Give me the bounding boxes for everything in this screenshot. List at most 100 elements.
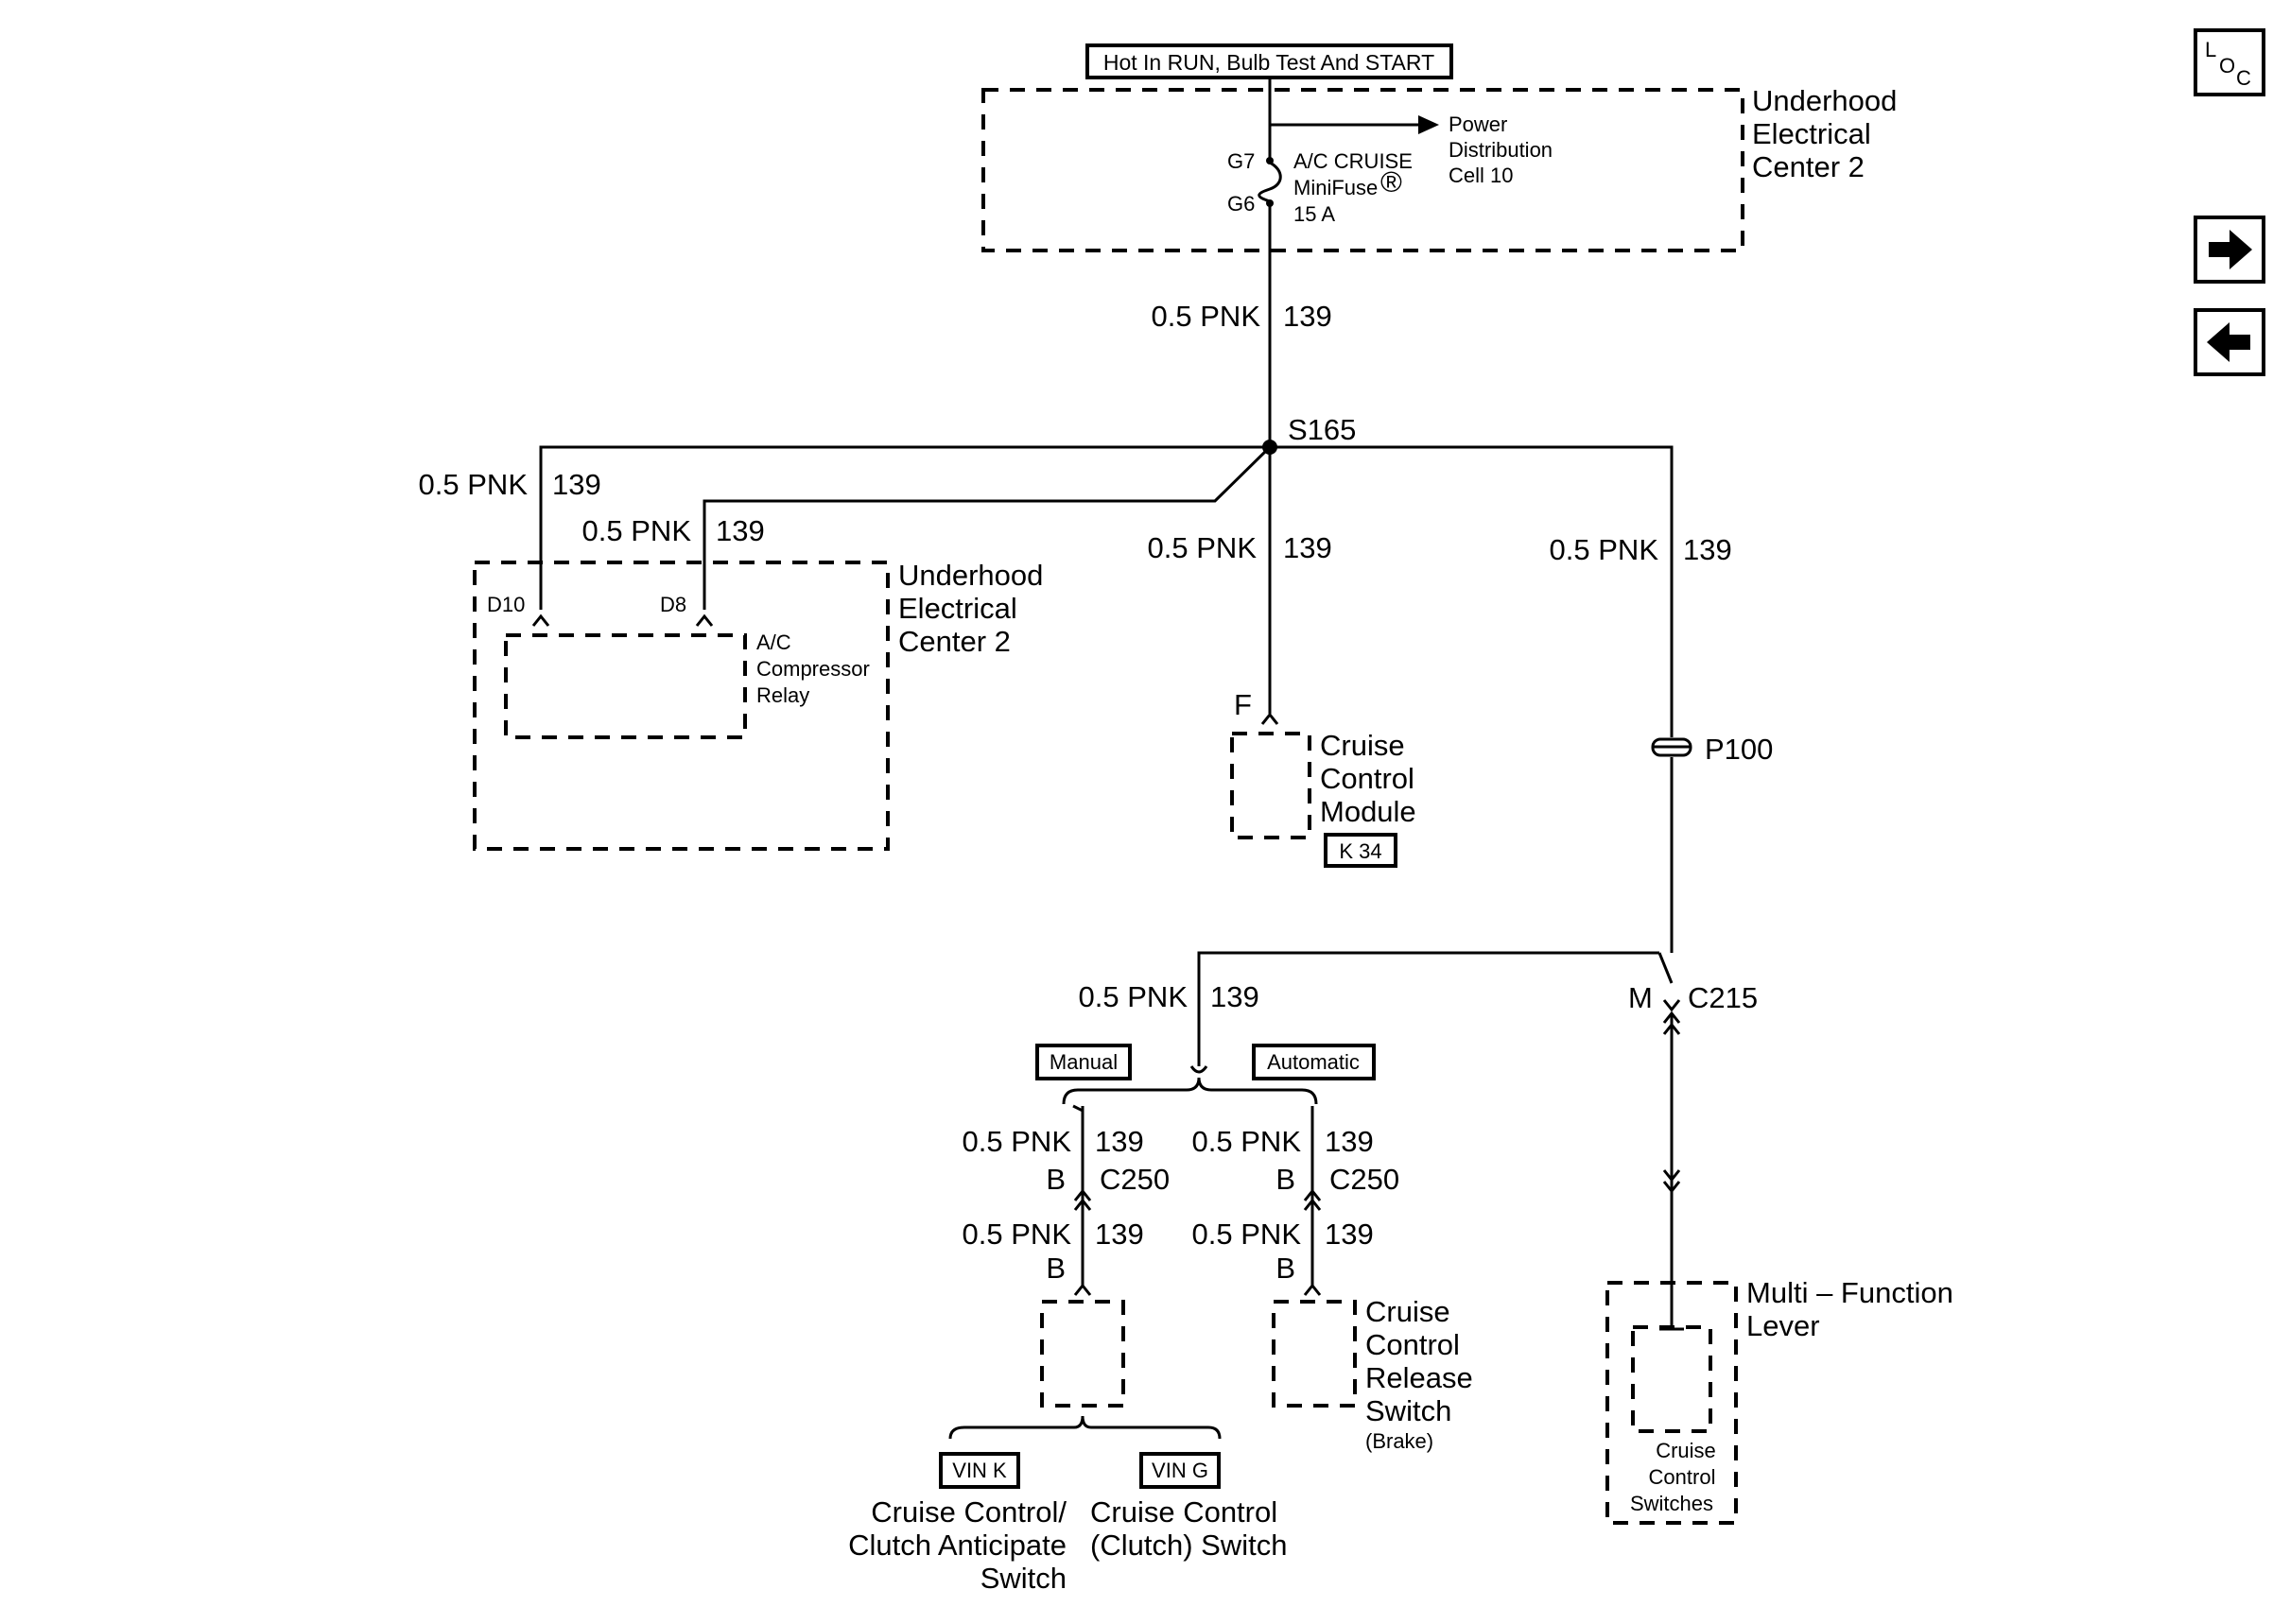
loc-icon[interactable]: L O C	[2194, 28, 2265, 96]
wire-gauge-d10: 0.5 PNK	[419, 468, 529, 501]
wire-gauge-auto-1: 0.5 PNK	[1192, 1125, 1302, 1158]
mfl-line1: Multi – Function	[1746, 1276, 1953, 1309]
wire-gauge-manual-2: 0.5 PNK	[963, 1218, 1072, 1251]
mfl-line2: Lever	[1746, 1309, 1820, 1342]
c215-female	[1662, 999, 1681, 1012]
mfl-switches-box	[1631, 1325, 1712, 1433]
power-dist-line3: Cell 10	[1449, 164, 1513, 187]
fuse-pin-g7: G7	[1227, 149, 1255, 173]
uhec-top-line1: Underhood	[1752, 84, 1897, 117]
mfl-connector-1	[1662, 1169, 1681, 1183]
clutch-switch-box	[1040, 1300, 1125, 1408]
c215-pin: M	[1628, 981, 1653, 1014]
mfl-sw-line1: Cruise	[1656, 1439, 1716, 1462]
wire-circuit-manual-2: 139	[1095, 1218, 1144, 1251]
uhec-relay-line3: Center 2	[898, 625, 1011, 658]
wire-gauge-branch: 0.5 PNK	[1079, 980, 1189, 1013]
power-dist-line2: Distribution	[1449, 138, 1553, 162]
wire-gauge-main: 0.5 PNK	[1152, 300, 1261, 333]
c250-pin-auto: B	[1275, 1163, 1295, 1196]
wire-to-p100	[1270, 445, 1674, 737]
fuse-pin-g6-dot	[1266, 199, 1274, 207]
option-manual: Manual	[1050, 1050, 1118, 1074]
vin-g-box	[1139, 1452, 1221, 1489]
ccm-tag: K 34	[1339, 839, 1381, 863]
ccm-pin-f: F	[1234, 688, 1252, 721]
wire-gauge-manual-1: 0.5 PNK	[963, 1125, 1072, 1158]
clutch-k-line2: Clutch Anticipate	[848, 1529, 1067, 1562]
uhec-relay-enclosure	[473, 561, 890, 851]
wire-circuit-branch: 139	[1210, 980, 1259, 1013]
clutch-g-line1: Cruise Control	[1090, 1495, 1277, 1529]
vin-k: VIN K	[952, 1459, 1007, 1482]
c250-label-auto: C250	[1329, 1163, 1399, 1196]
fuse-pin-g6: G6	[1227, 192, 1255, 216]
c250-connector-manual-2	[1073, 1198, 1092, 1211]
ccrs-line3: Release	[1365, 1361, 1473, 1394]
ccm-tag-box	[1324, 833, 1397, 868]
option-automatic-box	[1252, 1044, 1376, 1080]
ccm-box	[1230, 732, 1311, 839]
pin-d10: D10	[487, 593, 525, 616]
fuse-symbol	[1258, 161, 1282, 203]
svg-text:O: O	[2219, 54, 2235, 78]
wire-circuit-auto-1: 139	[1325, 1125, 1374, 1158]
clutch-k-line3: Switch	[980, 1562, 1067, 1595]
relay-line1: A/C	[756, 631, 791, 654]
pin-b-manual: B	[1046, 1252, 1066, 1285]
previous-page-icon[interactable]	[2194, 308, 2265, 376]
ccm-line2: Control	[1320, 762, 1414, 795]
auto-switch-connector	[1303, 1283, 1322, 1296]
wire-gauge-ccm: 0.5 PNK	[1148, 531, 1258, 564]
fuse-label-line2: MiniFuse	[1293, 176, 1378, 199]
c250-pin-manual: B	[1046, 1163, 1066, 1196]
ccrs-line1: Cruise	[1365, 1295, 1450, 1328]
mfl-sw-line2: Control	[1649, 1465, 1716, 1489]
wire-circuit-manual-1: 139	[1095, 1125, 1144, 1158]
svg-text:L: L	[2205, 38, 2216, 61]
pin-d8: D8	[660, 593, 686, 616]
wire-to-d10	[539, 445, 1270, 610]
fuse-reg-mark: ®	[1380, 165, 1402, 199]
manual-switch-connector	[1073, 1283, 1092, 1296]
option-bracket	[1062, 1077, 1318, 1105]
ccrs-box	[1272, 1300, 1357, 1408]
uhec-top-line2: Electrical	[1752, 117, 1871, 150]
manual-bracket-tip	[1072, 1104, 1084, 1113]
splice-s165-label: S165	[1288, 413, 1356, 446]
svg-text:C: C	[2236, 66, 2251, 90]
fuse-label-line3: 15 A	[1293, 202, 1335, 226]
ccrs-line2: Control	[1365, 1328, 1460, 1361]
c250-label-manual: C250	[1100, 1163, 1170, 1196]
wire-gauge-auto-2: 0.5 PNK	[1192, 1218, 1302, 1251]
pin-b-auto: B	[1275, 1252, 1295, 1285]
uhec-relay-line1: Underhood	[898, 559, 1043, 592]
branch-diagonal	[1657, 952, 1674, 984]
mfl-sw-line3: Switches	[1630, 1492, 1713, 1515]
c250-connector-auto-1	[1303, 1188, 1322, 1201]
uhec-top-enclosure	[981, 88, 1744, 252]
c215-label: C215	[1688, 981, 1758, 1014]
clutch-g-line2: (Clutch) Switch	[1090, 1529, 1287, 1562]
clutch-k-line1: Cruise Control/	[871, 1495, 1067, 1529]
connector-f	[1260, 712, 1279, 725]
ac-compressor-relay-box	[504, 633, 747, 739]
hot-in-label: Hot In RUN, Bulb Test And START	[1103, 50, 1434, 75]
uhec-relay-line2: Electrical	[898, 592, 1017, 625]
ccrs-line5: (Brake)	[1365, 1429, 1433, 1453]
fuse-label-line1: A/C CRUISE	[1293, 149, 1413, 173]
mfl-connector-2	[1662, 1181, 1681, 1194]
ccm-line3: Module	[1320, 795, 1416, 828]
wire-c215-branch	[1197, 951, 1659, 1066]
wire-circuit-auto-2: 139	[1325, 1218, 1374, 1251]
wire-circuit-ccm: 139	[1283, 531, 1332, 564]
p100-label: P100	[1705, 733, 1773, 766]
c250-connector-manual-1	[1073, 1188, 1092, 1201]
next-page-icon[interactable]	[2194, 216, 2265, 284]
wire-circuit-main: 139	[1283, 300, 1332, 333]
vin-k-box	[939, 1452, 1020, 1489]
power-dist-arrow	[1418, 115, 1439, 134]
wire-gauge-p100: 0.5 PNK	[1550, 533, 1659, 566]
connector-d8	[695, 613, 714, 627]
